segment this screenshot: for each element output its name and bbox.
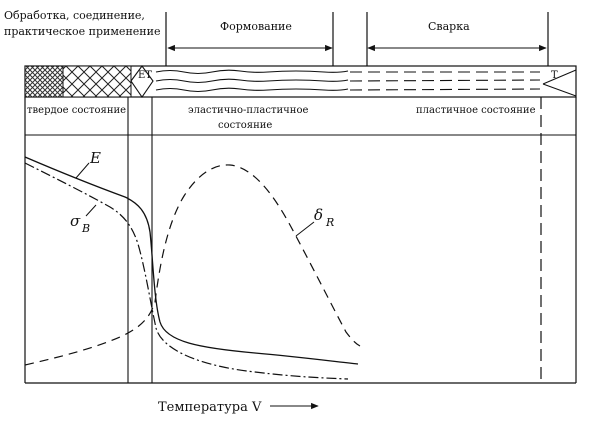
leader-e bbox=[75, 162, 90, 179]
axis-symbol: V bbox=[251, 400, 262, 415]
label-sigma: σ bbox=[70, 212, 81, 230]
wavy-line-2 bbox=[155, 78, 349, 84]
dashed-line-3 bbox=[349, 88, 541, 91]
axis-title: Температура bbox=[158, 400, 248, 415]
state-elastic-plastic-line2: состояние bbox=[218, 120, 272, 131]
label-e: E bbox=[89, 149, 101, 167]
hatch-wide-block bbox=[62, 65, 132, 98]
wavy-line-3 bbox=[155, 87, 349, 93]
structure-band: ET T bbox=[24, 65, 577, 98]
hatch-dense-block bbox=[24, 65, 64, 98]
dashed-line-2 bbox=[349, 79, 541, 82]
label-delta-sub: R bbox=[325, 216, 334, 229]
welding-label: Сварка bbox=[428, 20, 470, 33]
marker-t: T bbox=[551, 70, 558, 81]
state-solid: твердое состояние bbox=[27, 105, 126, 116]
curve-labels: E σ B δ R bbox=[70, 149, 334, 237]
processing-label-line1: Обработка, соединение, bbox=[4, 9, 145, 22]
state-labels: твердое состояние эластично-пластичное с… bbox=[27, 105, 536, 131]
processing-label-line2: практическое применение bbox=[4, 25, 160, 38]
x-axis-label: Температура V bbox=[158, 400, 319, 415]
property-curves bbox=[24, 156, 361, 380]
wavy-line-1 bbox=[155, 69, 349, 75]
plot-frame bbox=[24, 97, 577, 384]
leader-sigma bbox=[85, 204, 97, 217]
label-sigma-sub: B bbox=[81, 222, 90, 235]
curve-strength-sigma bbox=[24, 162, 349, 380]
curve-modulus-e bbox=[24, 156, 359, 365]
transition-diamond bbox=[130, 65, 154, 98]
label-delta: δ bbox=[314, 206, 323, 224]
state-plastic: пластичное состояние bbox=[416, 105, 536, 116]
curve-elongation-delta bbox=[24, 164, 361, 366]
state-elastic-plastic-line1: эластично-пластичное bbox=[188, 105, 308, 116]
leader-delta bbox=[295, 221, 315, 237]
marker-et: ET bbox=[138, 70, 152, 81]
process-header: Обработка, соединение, практическое прим… bbox=[4, 9, 549, 66]
t-converge-line-1 bbox=[542, 69, 577, 85]
forming-label: Формование bbox=[220, 20, 292, 33]
t-converge-line-2 bbox=[542, 83, 577, 97]
